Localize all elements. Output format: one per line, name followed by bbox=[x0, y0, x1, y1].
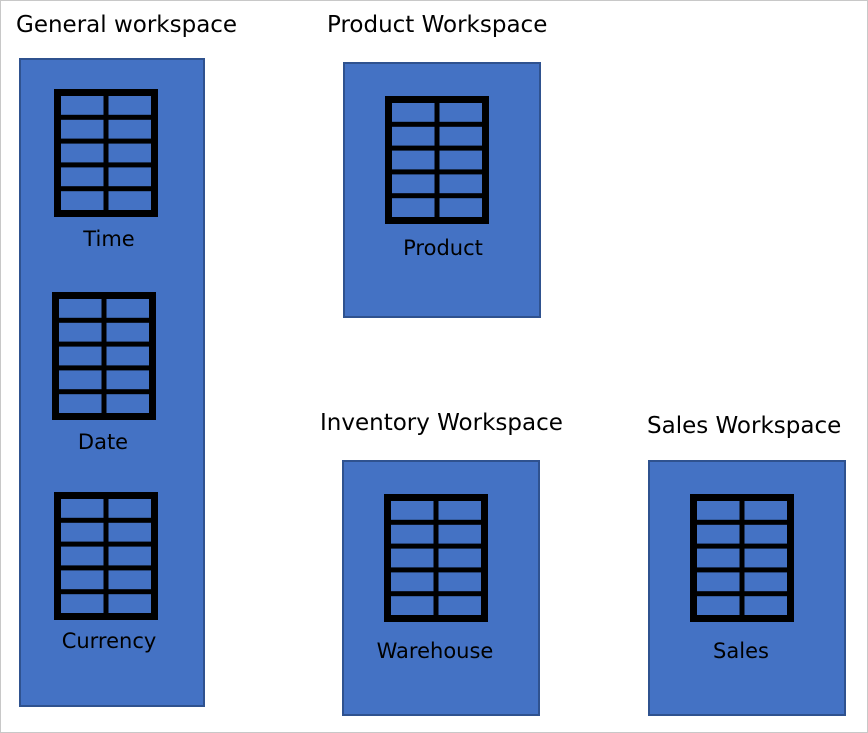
table-cell bbox=[391, 501, 434, 520]
table-icon-graphic bbox=[385, 96, 489, 224]
table-cell bbox=[59, 346, 102, 366]
table-icon bbox=[384, 494, 488, 622]
table-icon bbox=[54, 492, 158, 620]
table-cell bbox=[391, 572, 434, 592]
table-cell bbox=[392, 103, 435, 122]
table-cell bbox=[697, 572, 740, 592]
table-cell bbox=[59, 394, 102, 413]
table-cell bbox=[61, 594, 104, 613]
table-cell bbox=[392, 174, 435, 194]
table-cell bbox=[392, 150, 435, 170]
table-cell bbox=[106, 299, 149, 318]
table-cell bbox=[744, 572, 787, 592]
table-cell bbox=[61, 522, 104, 542]
table-cell bbox=[108, 570, 151, 590]
table-cell bbox=[106, 394, 149, 413]
inventory-workspace-title: Inventory Workspace bbox=[320, 410, 563, 436]
table-cell bbox=[108, 594, 151, 613]
table-icon-graphic bbox=[690, 494, 794, 622]
sales-table-label: Sales bbox=[713, 639, 769, 663]
time-table-label: Time bbox=[83, 227, 135, 251]
table-cell bbox=[108, 143, 151, 163]
table-cell bbox=[438, 524, 481, 544]
table-cell bbox=[108, 96, 151, 115]
table-icon-graphic bbox=[52, 292, 156, 420]
table-cell bbox=[744, 548, 787, 568]
product-workspace-title: Product Workspace bbox=[327, 12, 548, 38]
table-cell bbox=[59, 370, 102, 390]
table-cell bbox=[61, 143, 104, 163]
table-cell bbox=[106, 370, 149, 390]
table-cell bbox=[439, 174, 482, 194]
table-cell bbox=[392, 198, 435, 217]
table-cell bbox=[439, 198, 482, 217]
table-cell bbox=[439, 126, 482, 146]
table-cell bbox=[61, 191, 104, 210]
table-cell bbox=[392, 126, 435, 146]
table-cell bbox=[59, 299, 102, 318]
sales-workspace-title: Sales Workspace bbox=[647, 413, 842, 439]
table-cell bbox=[439, 103, 482, 122]
table-cell bbox=[106, 346, 149, 366]
table-cell bbox=[438, 501, 481, 520]
general-workspace-title: General workspace bbox=[16, 12, 238, 38]
product-workspace-box: Product bbox=[343, 62, 541, 318]
table-cell bbox=[108, 522, 151, 542]
warehouse-table-label: Warehouse bbox=[376, 639, 494, 663]
table-cell bbox=[61, 96, 104, 115]
table-cell bbox=[108, 546, 151, 566]
date-table-label: Date bbox=[77, 430, 129, 454]
table-cell bbox=[391, 548, 434, 568]
table-cell bbox=[438, 572, 481, 592]
sales-workspace-box: Sales bbox=[648, 460, 846, 716]
table-cell bbox=[106, 322, 149, 342]
table-cell bbox=[108, 191, 151, 210]
table-cell bbox=[744, 524, 787, 544]
table-cell bbox=[61, 167, 104, 187]
table-icon bbox=[54, 89, 158, 217]
table-cell bbox=[744, 501, 787, 520]
table-cell bbox=[697, 501, 740, 520]
table-cell bbox=[438, 548, 481, 568]
product-table-label: Product bbox=[403, 236, 483, 260]
table-cell bbox=[61, 546, 104, 566]
table-cell bbox=[59, 322, 102, 342]
table-icon-graphic bbox=[54, 89, 158, 217]
table-cell bbox=[697, 548, 740, 568]
table-cell bbox=[744, 596, 787, 615]
table-cell bbox=[439, 150, 482, 170]
table-cell bbox=[108, 499, 151, 518]
table-icon bbox=[385, 96, 489, 224]
table-cell bbox=[61, 499, 104, 518]
table-cell bbox=[697, 596, 740, 615]
inventory-workspace-box: Warehouse bbox=[342, 460, 540, 716]
table-cell bbox=[108, 167, 151, 187]
table-cell bbox=[61, 570, 104, 590]
table-icon-graphic bbox=[384, 494, 488, 622]
table-cell bbox=[108, 119, 151, 139]
currency-table-label: Currency bbox=[61, 629, 157, 653]
table-cell bbox=[391, 596, 434, 615]
table-cell bbox=[438, 596, 481, 615]
table-icon-graphic bbox=[54, 492, 158, 620]
table-cell bbox=[391, 524, 434, 544]
table-cell bbox=[61, 119, 104, 139]
table-icon bbox=[52, 292, 156, 420]
table-icon bbox=[690, 494, 794, 622]
table-cell bbox=[697, 524, 740, 544]
general-workspace-box: Time Date Currency bbox=[19, 58, 205, 707]
